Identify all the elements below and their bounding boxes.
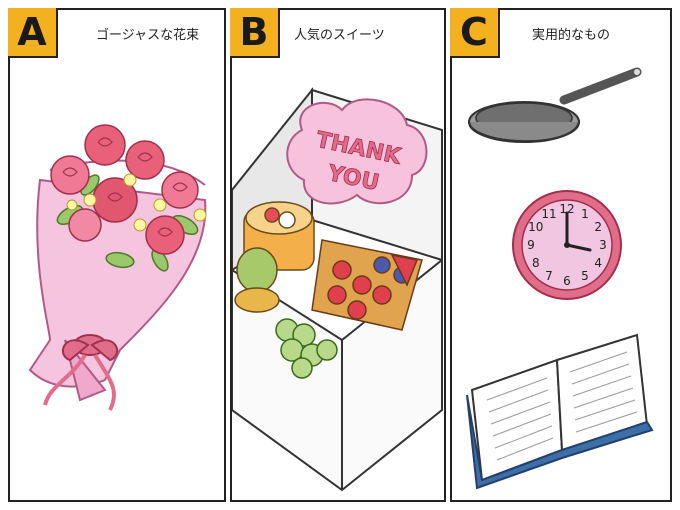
- badge-c: C: [450, 8, 500, 58]
- badge-a: A: [8, 8, 58, 58]
- clock-numeral: 11: [541, 207, 556, 221]
- panel-b[interactable]: B 人気のスイーツ THANK YOU: [230, 8, 446, 502]
- caption-b: 人気のスイーツ: [294, 28, 385, 43]
- clock-numeral: 4: [594, 256, 602, 270]
- clock-numeral: 2: [594, 220, 602, 234]
- clock-numeral: 5: [581, 269, 589, 283]
- clock-numeral: 10: [528, 220, 543, 234]
- badge-a-letter: A: [17, 10, 47, 54]
- caption-a: ゴージャスな花束: [96, 28, 200, 43]
- badge-c-letter: C: [460, 10, 488, 54]
- clock-numeral: 6: [563, 274, 571, 288]
- caption-c: 実用的なもの: [532, 28, 611, 43]
- sweets-box-icon: THANK YOU: [232, 87, 443, 492]
- clock-numeral: 8: [532, 256, 540, 270]
- bouquet-icon: [28, 124, 207, 411]
- panel-a[interactable]: A ゴージャスな花束: [8, 8, 226, 502]
- clock-numeral: 9: [527, 238, 535, 252]
- clock-numeral: 7: [545, 269, 553, 283]
- clock-numeral: 1: [581, 207, 589, 221]
- book-icon: [466, 333, 654, 490]
- clock-numeral: 3: [599, 238, 607, 252]
- badge-b-letter: B: [239, 10, 269, 54]
- frying-pan-icon: [468, 67, 642, 143]
- badge-b: B: [230, 8, 280, 58]
- clock-numeral: 12: [559, 202, 574, 216]
